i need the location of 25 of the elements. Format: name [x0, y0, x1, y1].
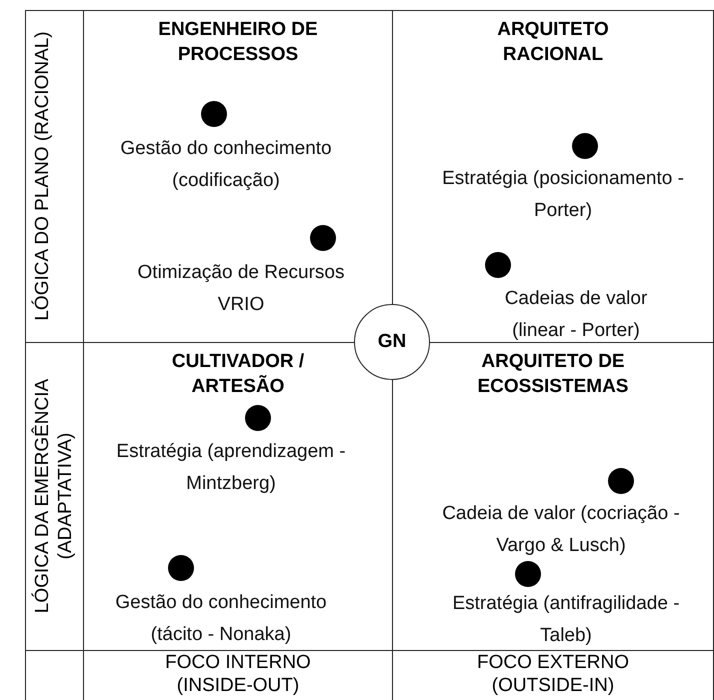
column-label: FOCO EXTERNO (OUTSIDE-IN): [476, 651, 630, 697]
dot-marker: [572, 133, 598, 159]
point-label: Cadeia de valor (cocriação - Vargo & Lusch): [441, 502, 681, 558]
column-label: FOCO INTERNO (INSIDE-OUT): [164, 651, 312, 697]
dot-marker: [201, 101, 227, 127]
point-label: Estratégia (aprendizagem - Mintzberg): [115, 440, 347, 496]
quadrant-heading: ARQUITETO RACIONAL: [496, 18, 610, 67]
center-label: GN: [378, 331, 406, 353]
point-label: Estratégia (antifragilidade - Taleb): [451, 592, 681, 648]
dot-marker: [310, 225, 336, 251]
point-label: Estratégia (posicionamento - Porter): [441, 167, 685, 223]
quadrant-heading: CULTIVADOR / ARTESÃO: [170, 350, 306, 399]
dot-marker: [245, 405, 271, 431]
point-label: Cadeias de valor (linear - Porter): [504, 287, 648, 343]
point-label: Otimização de Recursos VRIO: [136, 261, 346, 317]
axis-label: LÓGICA DO PLANO (RACIONAL): [31, 30, 54, 323]
quadrant-heading: ENGENHEIRO DE PROCESSOS: [157, 18, 319, 67]
axis-label: LÓGICA DA EMERGÊNCIA (ADAPTATIVA): [31, 378, 77, 616]
dot-marker: [485, 252, 511, 278]
point-label: Gestão do conhecimento (tácito - Nonaka): [114, 591, 328, 647]
quadrant-heading: ARQUITETO DE ECOSSISTEMAS: [476, 350, 630, 399]
dot-marker: [168, 555, 194, 581]
dot-marker: [515, 561, 541, 587]
point-label: Gestão do conhecimento (codificação): [119, 137, 333, 193]
dot-marker: [608, 468, 634, 494]
